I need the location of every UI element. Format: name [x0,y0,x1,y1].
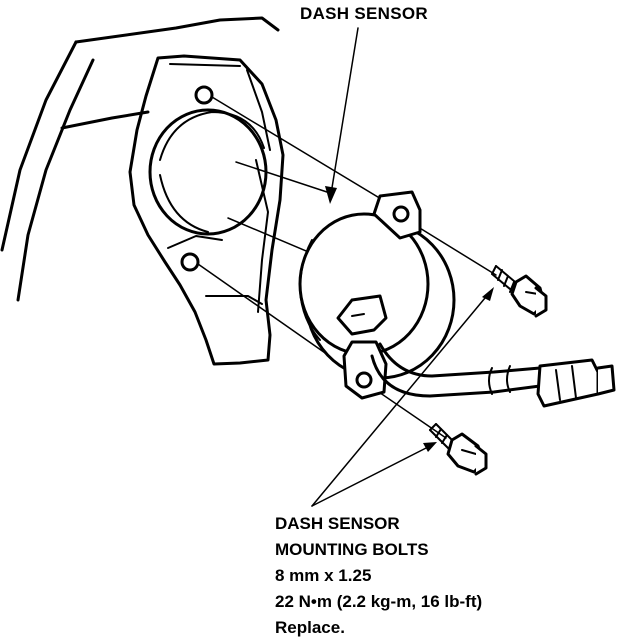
upper-bolt-hole-icon [194,85,214,105]
spec-line-part-name: DASH SENSOR [275,514,400,533]
spec-line-thread-size: 8 mm x 1.25 [275,566,372,585]
mounting-boss [128,54,285,366]
dash-sensor-body [298,190,456,400]
sensor-wire-harness [370,342,616,408]
bolt-label-leaders [311,291,491,507]
lower-bolt-hole-icon [180,252,200,272]
engine-block-outline [0,16,280,302]
spec-line-torque: 22 N•m (2.2 kg-m, 16 lb-ft) [275,592,483,611]
mounting-bolt-spec-label: DASH SENSOR MOUNTING BOLTS 8 mm x 1.25 2… [275,511,482,641]
spec-line-instruction: Replace. [275,618,345,637]
wire-connector-icon [536,358,616,408]
top-label-leader [329,27,359,201]
spec-line-part-type: MOUNTING BOLTS [275,540,429,559]
lower-mounting-bolt-icon [429,423,488,476]
sensor-bore [148,108,268,236]
upper-mounting-bolt-icon [491,265,548,318]
dash-sensor-label: DASH SENSOR [300,4,428,23]
